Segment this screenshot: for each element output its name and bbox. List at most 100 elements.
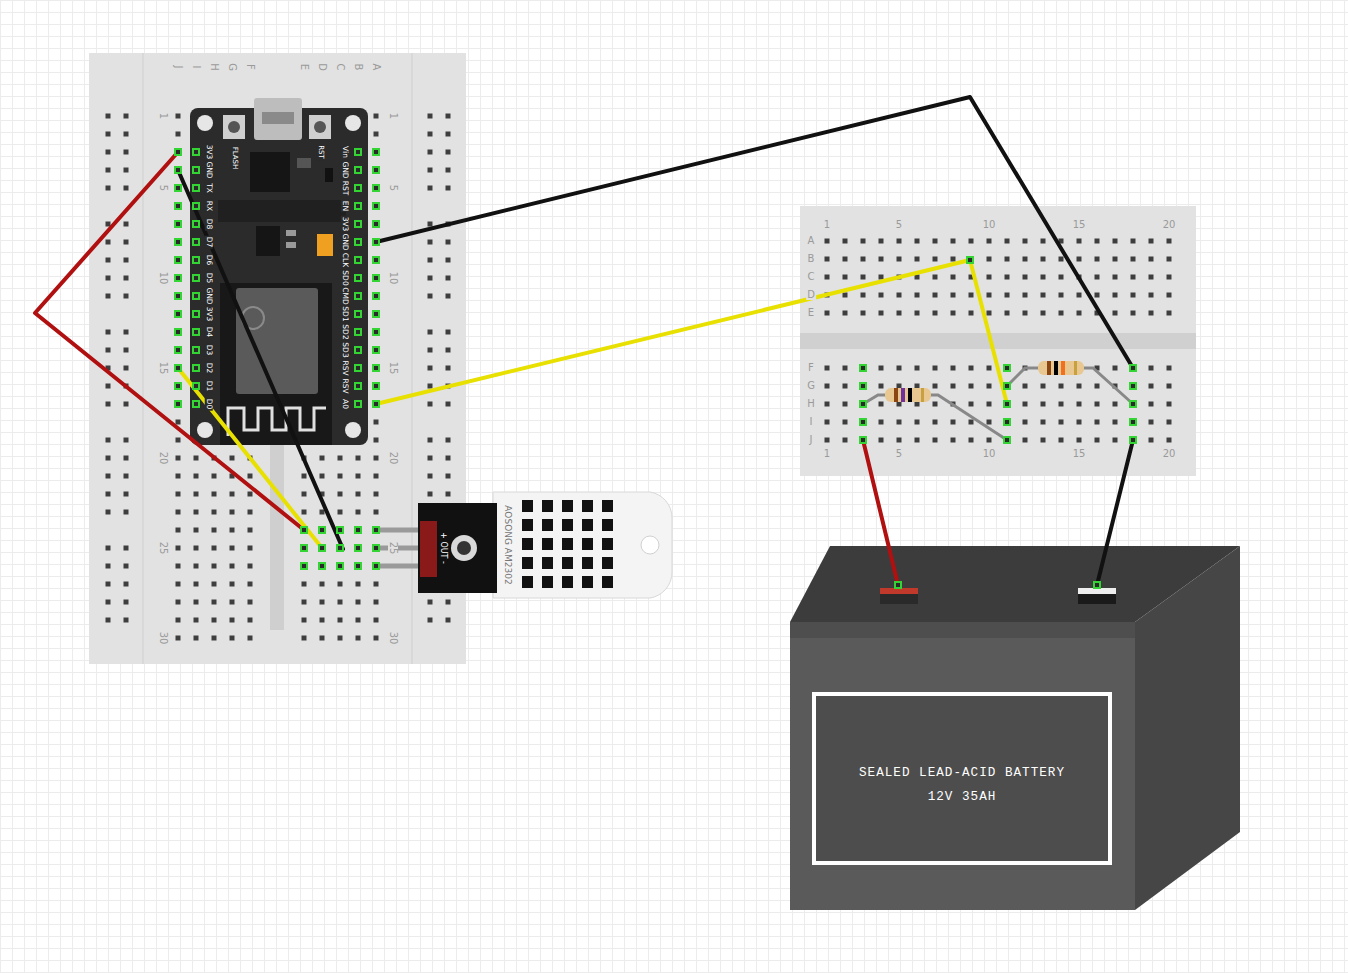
connected-hole <box>354 220 362 228</box>
breadboard-hole <box>124 510 129 515</box>
column-number: 20 <box>1162 220 1177 230</box>
connected-hole <box>859 400 867 408</box>
sensor-vent <box>582 557 593 569</box>
sensor-vent <box>562 500 573 512</box>
connected-hole <box>174 202 182 210</box>
row-letter: J <box>809 435 814 445</box>
wire <box>376 97 1133 368</box>
breadboard-hole <box>879 311 884 316</box>
breadboard-hole <box>1131 293 1136 298</box>
breadboard-hole <box>230 456 235 461</box>
breadboard-hole <box>230 564 235 569</box>
breadboard-hole <box>212 636 217 641</box>
connected-hole <box>1003 400 1011 408</box>
column-number: 10 <box>982 449 997 459</box>
row-letter: A <box>807 236 816 246</box>
pin-name: D7 <box>205 236 213 249</box>
breadboard-hole <box>374 528 379 533</box>
pin-hole <box>374 276 378 280</box>
connected-hole <box>192 166 200 174</box>
breadboard-hole <box>194 402 199 407</box>
connected-hole <box>174 256 182 264</box>
pin-name: 3V3 <box>341 216 349 233</box>
connected-hole <box>192 148 200 156</box>
breadboard-hole <box>951 366 956 371</box>
connected-hole <box>174 328 182 336</box>
breadboard-hole <box>302 474 307 479</box>
breadboard-hole <box>897 366 902 371</box>
pin-name: D5 <box>205 272 213 285</box>
sensor-lead <box>376 564 422 569</box>
pin-hole <box>320 546 324 550</box>
breadboard-hole <box>374 132 379 137</box>
capacitor <box>317 234 333 256</box>
pin-hole <box>374 564 378 568</box>
breadboard-hole <box>124 492 129 497</box>
breadboard-hole <box>825 438 830 443</box>
connected-hole <box>859 382 867 390</box>
connected-hole <box>1129 382 1137 390</box>
resistor-band <box>894 388 898 402</box>
breadboard-hole <box>356 546 361 551</box>
pin-hole <box>194 222 198 226</box>
connected-hole <box>966 256 974 264</box>
pin-hole <box>356 528 360 532</box>
connected-hole <box>372 310 380 318</box>
breadboard-hole <box>951 257 956 262</box>
breadboard-hole <box>933 293 938 298</box>
breadboard-hole <box>1005 311 1010 316</box>
breadboard-hole <box>212 582 217 587</box>
breadboard-hole <box>194 582 199 587</box>
breadboard-hole <box>933 311 938 316</box>
row-number: 25 <box>158 541 168 556</box>
connected-hole <box>354 256 362 264</box>
breadboard-hole <box>969 239 974 244</box>
sensor-vent <box>582 538 593 550</box>
button-label: FLASH <box>231 146 238 171</box>
breadboard <box>800 206 1196 476</box>
breadboard-hole <box>176 510 181 515</box>
connected-hole <box>174 400 182 408</box>
breadboard-hole <box>320 564 325 569</box>
breadboard-hole <box>1131 366 1136 371</box>
breadboard-hole <box>176 492 181 497</box>
breadboard-hole <box>124 330 129 335</box>
sensor-vent <box>582 519 593 531</box>
breadboard-hole <box>1041 438 1046 443</box>
pin-hole <box>176 402 180 406</box>
pin-hole <box>1131 402 1135 406</box>
pin-name: GND <box>341 232 349 251</box>
reset-button <box>309 115 331 139</box>
breadboard-hole <box>374 150 379 155</box>
breadboard-hole <box>230 600 235 605</box>
breadboard-hole <box>356 510 361 515</box>
pin-hole <box>1131 384 1135 388</box>
breadboard-hole <box>879 384 884 389</box>
sensor-lead <box>376 546 422 551</box>
breadboard-hole <box>124 294 129 299</box>
connected-hole <box>354 202 362 210</box>
breadboard-hole <box>843 384 848 389</box>
connected-hole <box>192 400 200 408</box>
sensor-vent <box>562 557 573 569</box>
connected-hole <box>372 328 380 336</box>
breadboard-hole <box>1023 275 1028 280</box>
breadboard-hole <box>356 348 361 353</box>
breadboard-hole <box>374 204 379 209</box>
breadboard-hole <box>194 618 199 623</box>
breadboard-hole <box>356 204 361 209</box>
breadboard-hole <box>176 132 181 137</box>
column-letter: D <box>317 62 327 72</box>
breadboard-hole <box>879 275 884 280</box>
pin-hole <box>356 222 360 226</box>
row-number: 5 <box>158 184 168 192</box>
sensor-vent <box>522 538 533 550</box>
pin-hole <box>356 330 360 334</box>
connected-hole <box>354 364 362 372</box>
breadboard-hole <box>176 528 181 533</box>
breadboard-hole <box>176 456 181 461</box>
breadboard-hole <box>176 474 181 479</box>
breadboard-hole <box>374 510 379 515</box>
regulator-chip <box>256 226 280 256</box>
breadboard-hole <box>879 402 884 407</box>
